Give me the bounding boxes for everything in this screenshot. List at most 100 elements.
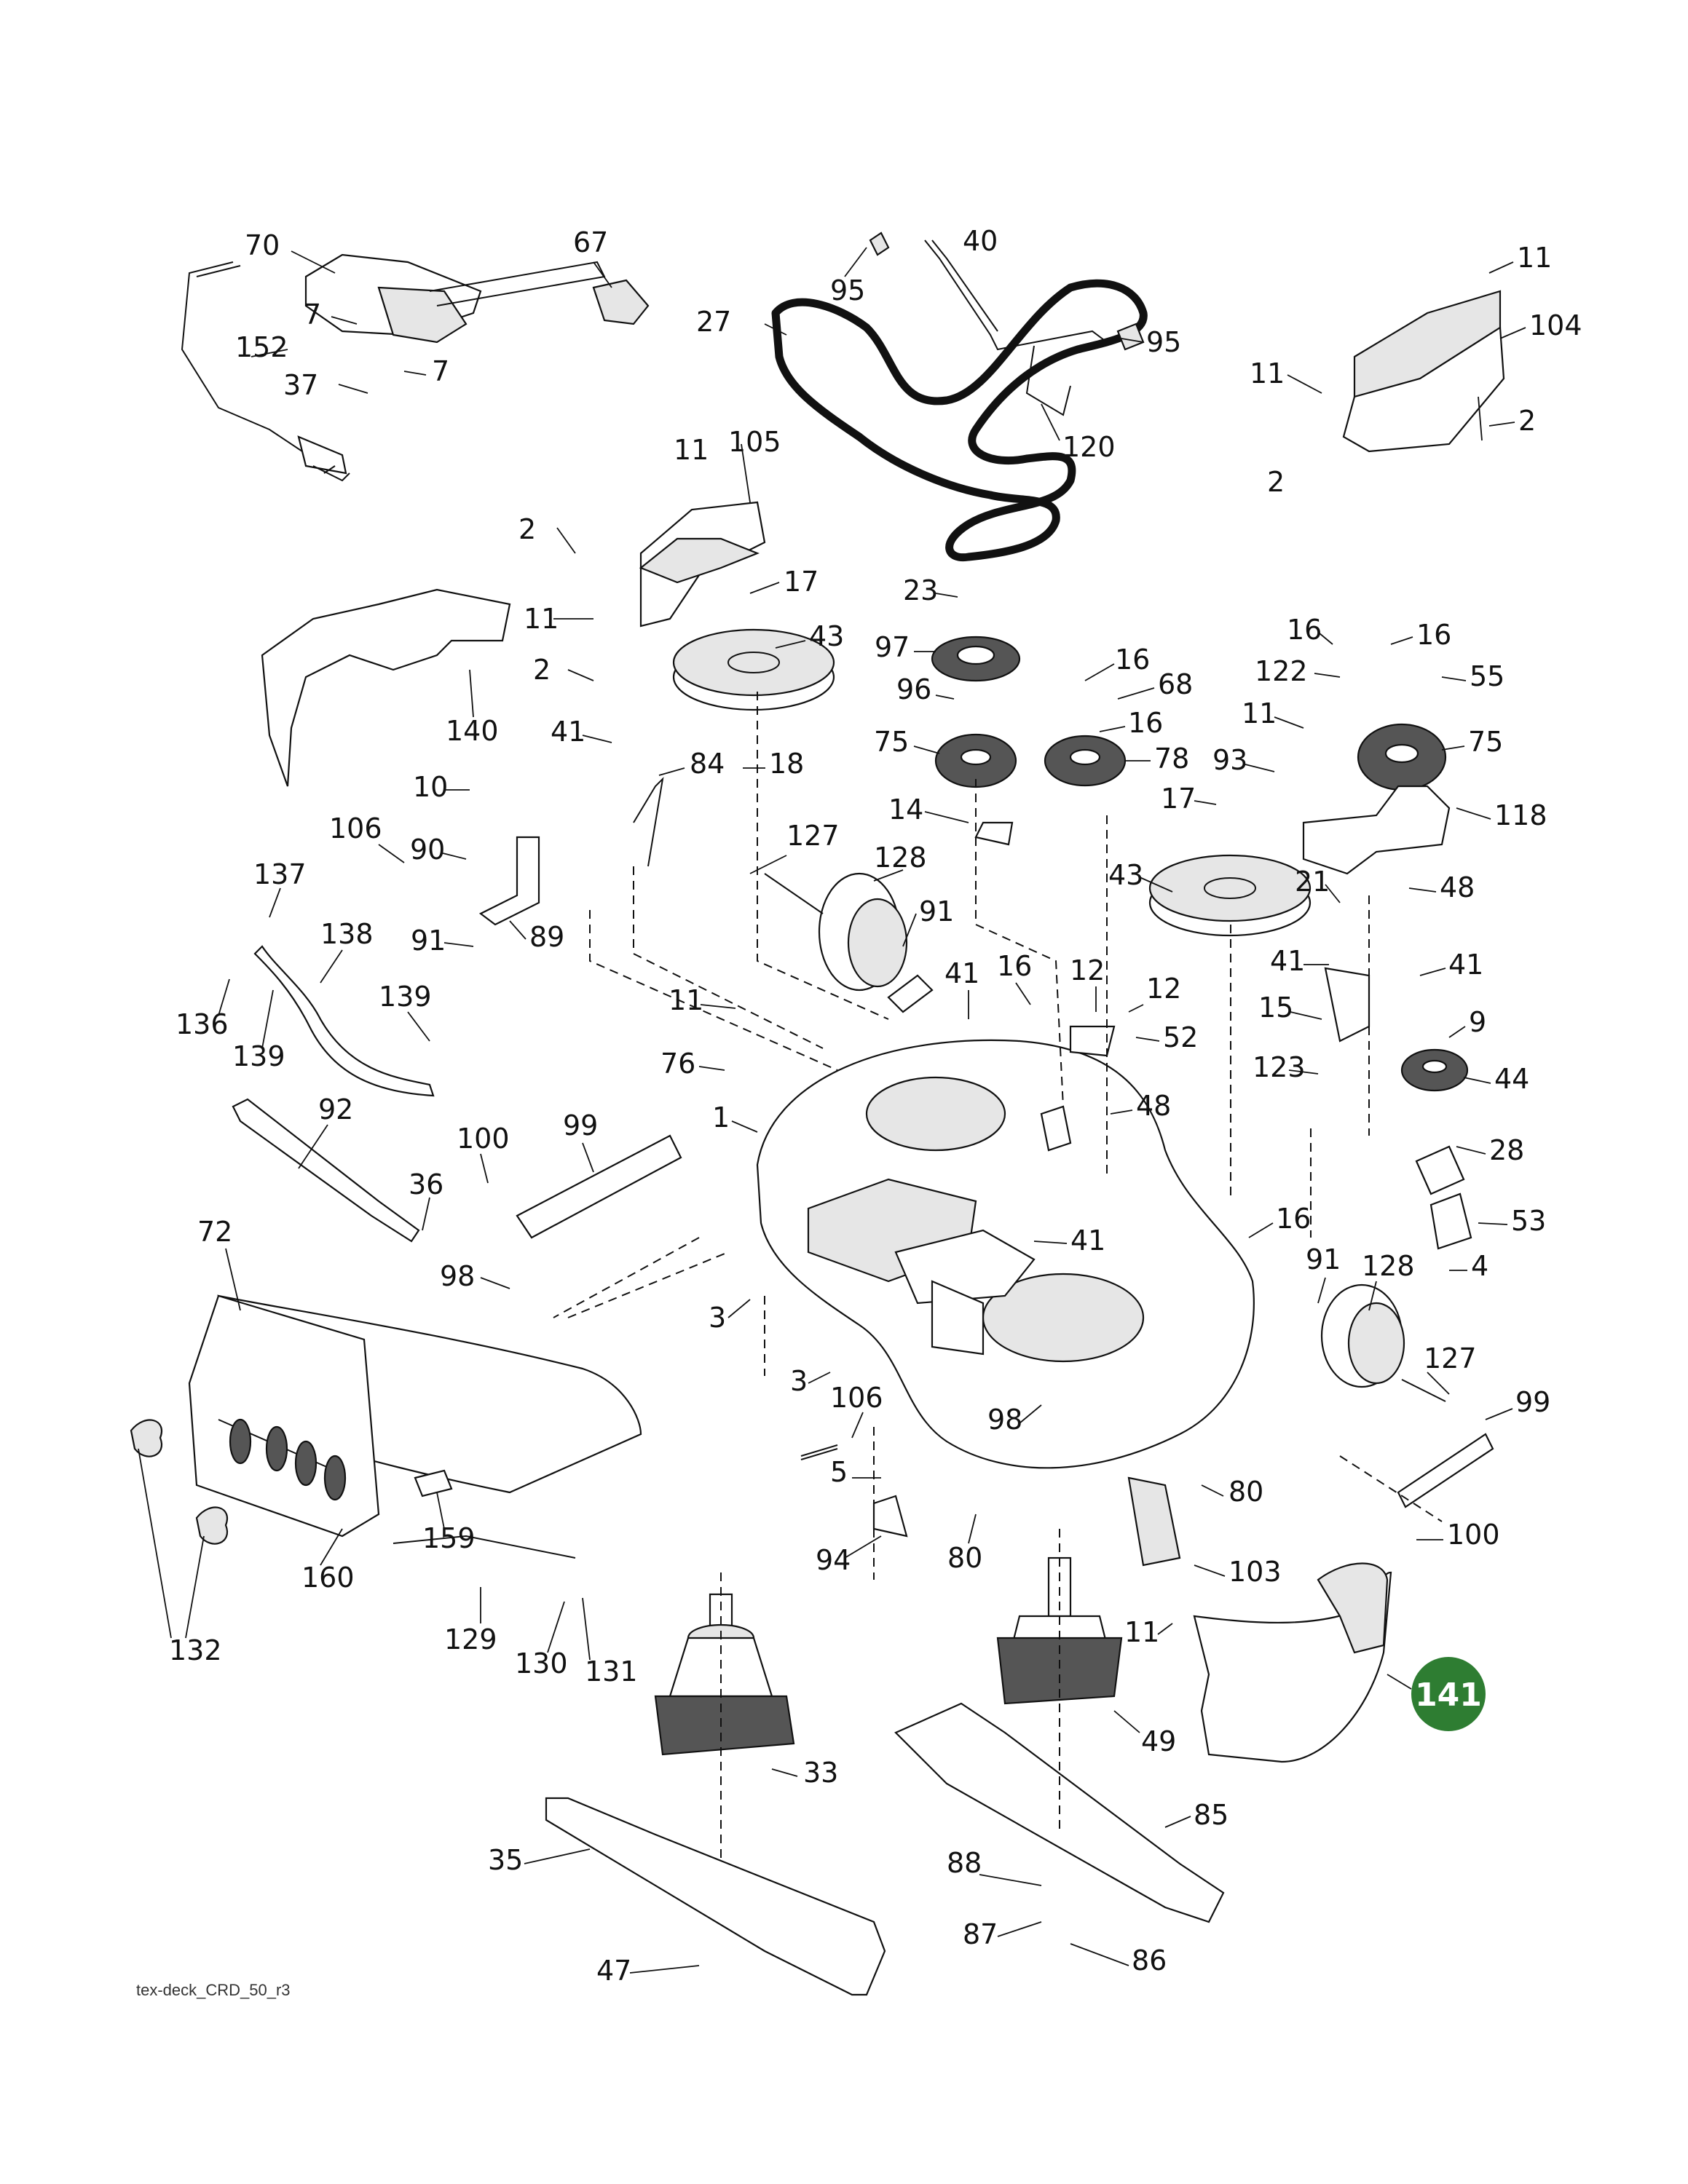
idler-brackets [478,777,1451,926]
callout-139: 139 [379,981,432,1013]
callout-88: 88 [947,1847,982,1879]
callout-17: 17 [1161,783,1196,815]
callout-52: 52 [1163,1021,1198,1053]
callout-130: 130 [515,1647,568,1679]
callout-104: 104 [1529,309,1582,341]
callout-1: 1 [712,1101,730,1133]
callout-16: 16 [1416,619,1451,651]
callout-91: 91 [919,895,954,927]
callout-132: 132 [169,1634,222,1666]
callout-35: 35 [488,1844,523,1876]
callout-118: 118 [1494,799,1547,831]
callout-11: 11 [669,984,703,1016]
callout-11: 11 [1517,242,1552,274]
callout-3: 3 [790,1365,808,1397]
callout-100: 100 [457,1123,510,1155]
callout-68: 68 [1158,668,1193,700]
highlight-label: 141 [1415,1677,1482,1714]
callout-11: 11 [1250,357,1285,389]
callout-76: 76 [660,1048,695,1080]
callout-98: 98 [987,1404,1022,1436]
callout-106: 106 [830,1382,883,1414]
callout-136: 136 [175,1008,229,1040]
callout-100: 100 [1447,1519,1500,1551]
highlight-marker-141[interactable]: 141 [1411,1657,1486,1731]
callout-11: 11 [1242,697,1277,729]
discharge-chute [188,1294,642,1538]
mower-deck [756,1039,1255,1469]
spindle-left [654,1593,795,1756]
callout-11: 11 [674,434,709,466]
belt-guide [869,232,1145,416]
callout-127: 127 [1424,1342,1477,1374]
callout-90: 90 [410,834,445,866]
callout-40: 40 [963,225,998,257]
belt-cover-left [639,501,766,628]
callout-87: 87 [963,1918,998,1950]
callout-2: 2 [1518,405,1536,437]
callout-159: 159 [422,1522,476,1554]
callout-99: 99 [1515,1386,1550,1418]
callout-41: 41 [944,957,979,989]
callout-16: 16 [1287,614,1322,646]
callout-28: 28 [1489,1134,1524,1166]
callout-99: 99 [563,1109,598,1142]
callout-95: 95 [1146,326,1181,358]
highlight-leader [1387,1674,1412,1690]
callout-16: 16 [997,950,1032,982]
callout-95: 95 [830,274,865,306]
callout-36: 36 [409,1168,443,1200]
callout-18: 18 [769,748,804,780]
callout-137: 137 [253,858,307,890]
callout-67: 67 [573,226,608,258]
callout-91: 91 [1306,1243,1341,1275]
belt-cover-right [1342,290,1505,453]
lift-linkage-assembly [181,253,650,482]
callout-41: 41 [1070,1224,1105,1257]
callout-48: 48 [1440,871,1475,903]
callout-49: 49 [1141,1725,1176,1757]
callout-96: 96 [896,673,931,705]
leader-lines [138,247,1526,1974]
callout-105: 105 [728,426,781,458]
callout-55: 55 [1470,660,1504,692]
callout-127: 127 [786,820,840,852]
callout-10: 10 [413,771,448,803]
callout-48: 48 [1136,1090,1171,1122]
callout-41: 41 [1448,949,1483,981]
callout-2: 2 [1267,466,1285,498]
callout-70: 70 [245,229,280,261]
callout-9: 9 [1469,1006,1486,1038]
callout-16: 16 [1115,644,1150,676]
callout-33: 33 [803,1757,838,1789]
callout-43: 43 [1108,859,1143,891]
callout-53: 53 [1511,1205,1546,1237]
callout-37: 37 [283,369,318,401]
callout-41: 41 [551,716,585,748]
callout-75: 75 [874,726,909,758]
callout-103: 103 [1228,1556,1282,1588]
callout-2: 2 [533,654,551,686]
callout-128: 128 [1362,1250,1415,1282]
callout-12: 12 [1146,973,1181,1005]
callout-78: 78 [1154,743,1189,775]
callout-138: 138 [320,918,374,950]
pulleys [672,628,1469,1092]
side-shield [261,588,511,787]
callout-80: 80 [947,1542,982,1574]
callout-129: 129 [444,1623,497,1655]
callout-98: 98 [440,1260,475,1292]
misc-hardware [232,945,1494,1567]
callout-16: 16 [1276,1203,1311,1235]
diagram-reference-code: tex-deck_CRD_50_r3 [136,1981,291,1999]
callout-11: 11 [524,603,559,635]
callout-131: 131 [585,1655,638,1688]
callout-11: 11 [1124,1616,1159,1648]
callout-92: 92 [318,1093,353,1125]
callout-3: 3 [709,1302,726,1334]
callout-106: 106 [329,812,382,844]
callout-97: 97 [875,631,910,663]
blade-left [545,1797,886,1996]
callout-16: 16 [1128,707,1163,739]
